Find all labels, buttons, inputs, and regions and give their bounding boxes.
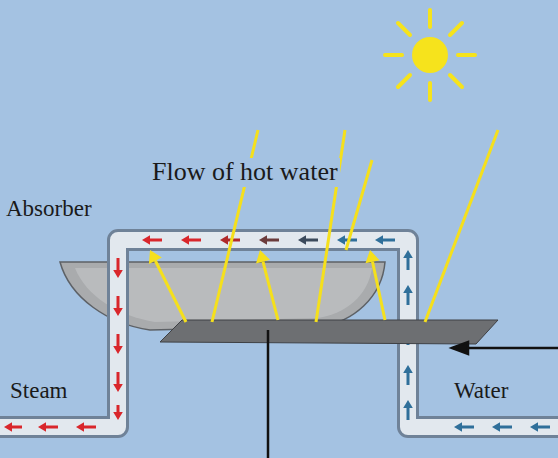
mirror-plate [160,320,498,344]
label-text: Flow of hot water [150,158,340,187]
absorber-pipe [0,240,558,427]
reflected-rays [149,250,385,322]
label-text: Water [452,378,510,403]
sun [385,10,475,100]
label-text: Absorber [4,196,94,221]
label-text: Steam [8,378,70,403]
flow-arrows [4,235,550,432]
leader-lines [268,330,558,458]
